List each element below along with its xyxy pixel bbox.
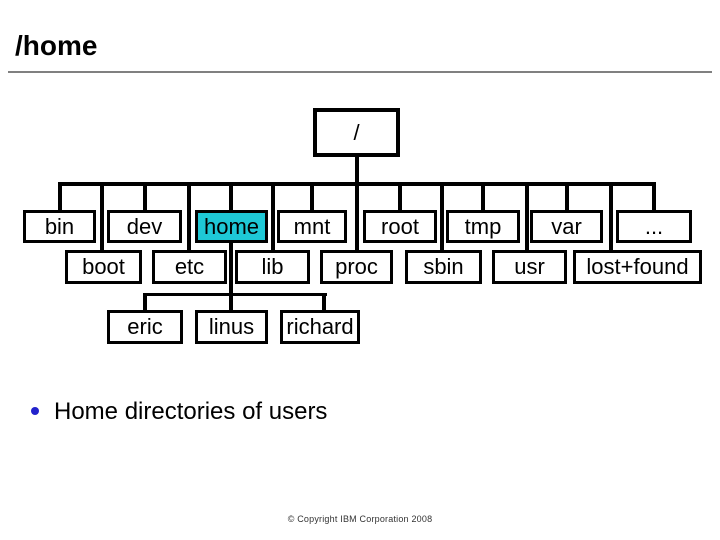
tree-connector-eric — [143, 296, 147, 310]
tree-connector-home — [229, 186, 233, 210]
tree-connector-bin — [58, 186, 62, 210]
tree-connector-etc — [187, 186, 191, 250]
bullet-dot — [31, 407, 39, 415]
tree-node-linus: linus — [195, 310, 268, 344]
tree-connector-tmp — [481, 186, 485, 210]
tree-connector-lib — [271, 186, 275, 250]
tree-connector-bus-home — [143, 293, 327, 296]
tree-node-eric: eric — [107, 310, 183, 344]
tree-node-bin: bin — [23, 210, 96, 243]
title-rule — [8, 71, 712, 73]
tree-node-proc: proc — [320, 250, 393, 284]
tree-connector-dev — [143, 186, 147, 210]
tree-connector-sbin — [440, 186, 444, 250]
tree-node-mnt: mnt — [277, 210, 347, 243]
bullet-text: Home directories of users — [54, 398, 328, 425]
tree-connector-ellipsis — [652, 186, 656, 210]
tree-connector-lostfound — [609, 186, 613, 250]
tree-node-var: var — [530, 210, 603, 243]
tree-node-root: / — [313, 108, 400, 157]
tree-node-lib: lib — [235, 250, 310, 284]
footer-copyright: © Copyright IBM Corporation 2008 — [287, 514, 433, 524]
tree-node-rootdir: root — [363, 210, 437, 243]
tree-node-home: home — [195, 210, 268, 243]
tree-node-tmp: tmp — [446, 210, 520, 243]
page-title: /home — [15, 30, 98, 61]
tree-node-ellipsis: ... — [616, 210, 692, 243]
tree-node-etc: etc — [152, 250, 227, 284]
tree-connector-root — [355, 155, 359, 183]
tree-connector-proc — [355, 186, 359, 250]
tree-connector-home-down — [229, 241, 233, 294]
tree-node-usr: usr — [492, 250, 567, 284]
tree-connector-richard — [322, 296, 326, 310]
tree-node-boot: boot — [65, 250, 142, 284]
tree-node-richard: richard — [280, 310, 360, 344]
tree-connector-boot — [100, 186, 104, 250]
tree-node-sbin: sbin — [405, 250, 482, 284]
tree-connector-var — [565, 186, 569, 210]
tree-connector-mnt — [310, 186, 314, 210]
tree-connector-linus — [229, 296, 233, 310]
tree-node-lostfound: lost+found — [573, 250, 702, 284]
tree-connector-usr — [525, 186, 529, 250]
tree-connector-bus-level1 — [58, 182, 656, 186]
tree-node-dev: dev — [107, 210, 182, 243]
tree-connector-rootdir — [398, 186, 402, 210]
